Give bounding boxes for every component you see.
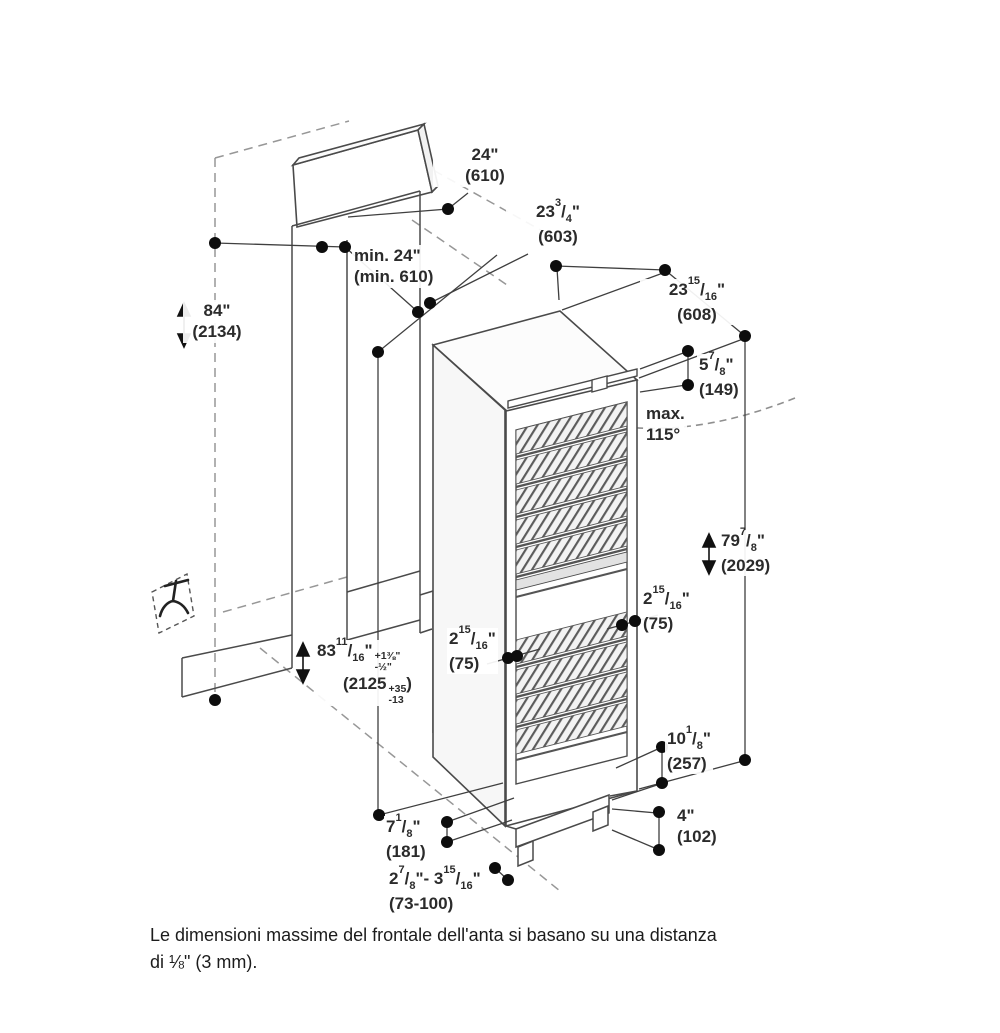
dim-base-height: 71/8"(181) — [384, 812, 428, 863]
door-handle — [507, 368, 638, 409]
base-plinth — [505, 790, 638, 868]
caption: Le dimensioni massime del frontale dell'… — [150, 922, 725, 976]
leveling-foot-left — [517, 839, 534, 868]
dim-wall-clearance-right: 215/16"(75) — [641, 584, 692, 635]
dim-wall-clearance-left: 215/16"(75) — [447, 624, 498, 675]
dim-min-niche-width: min. 24"(min. 610) — [352, 245, 436, 288]
wine-cabinet — [431, 310, 639, 868]
solid-shelf — [515, 551, 628, 591]
dim-plinth-recess: 101/8"(257) — [665, 724, 713, 775]
dim-foot-height: 4"(102) — [675, 805, 719, 848]
dimension-dots — [209, 203, 751, 886]
dim-top-section-height: 57/8"(149) — [697, 350, 741, 401]
top-filler-panel — [290, 122, 439, 229]
dim-niche-height: 8311/16"+1⅜"-½"(2125+35-13) — [315, 636, 414, 707]
dim-toekick-range: 27/8"- 315/16"(73-100) — [387, 864, 483, 915]
power-connection-symbol — [151, 572, 195, 635]
wine-racks — [515, 401, 628, 761]
dim-panel-width: 24"(610) — [433, 144, 537, 187]
note-door-opening-angle: max.115° — [644, 403, 687, 446]
dim-door-width: 233/4"(603) — [506, 197, 610, 248]
leveling-foot-right — [592, 804, 609, 833]
caption-line-2: di ⅛" (3 mm). — [150, 952, 258, 972]
caption-line-1: Le dimensioni massime del frontale dell'… — [150, 925, 717, 945]
dim-ceiling-height: 84"(2134) — [183, 300, 251, 343]
dim-cabinet-depth: 2315/16"(608) — [640, 275, 754, 326]
dim-cabinet-height: 797/8"(2029) — [719, 526, 773, 577]
